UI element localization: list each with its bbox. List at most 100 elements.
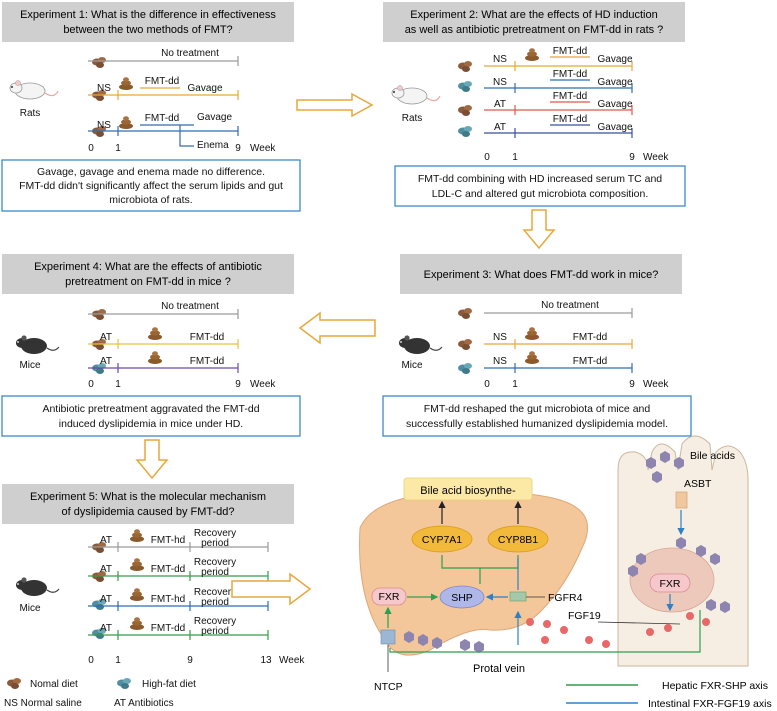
feces-icon <box>525 351 539 364</box>
exp4-title-box <box>2 254 294 294</box>
exp2-ns-1: NS <box>493 54 507 65</box>
exp5-title-line1: Experiment 5: What is the molecular mech… <box>30 491 266 503</box>
exp1-title-line1: Experiment 1: What is the difference in … <box>20 9 276 21</box>
bile-acids-intracellular <box>628 537 730 613</box>
exp2-title-line1: Experiment 2: What are the effects of HD… <box>410 9 657 21</box>
exp5-recovery-3b: period <box>201 597 229 608</box>
exp5-fmt-dd-2: FMT-dd <box>151 564 185 575</box>
cyp8b1-node <box>487 525 549 553</box>
exp1-tick-0: 0 <box>88 143 94 154</box>
normal-diet-icon <box>458 61 472 72</box>
exp5-at-3: AT <box>100 594 112 605</box>
portal-vein-label: Protal vein <box>473 663 525 675</box>
rat-icon <box>391 84 441 105</box>
exp3-result-line2: successfully established humanized dysli… <box>406 418 668 430</box>
shp-label: SHP <box>451 592 473 604</box>
exp5-recovery-2b: period <box>201 567 229 578</box>
exp4-title-line1: Experiment 4: What are the effects of an… <box>34 261 262 273</box>
exp2-tick-9: 9 <box>629 152 635 163</box>
legend-at: AT Antibiotics <box>114 698 174 709</box>
feces-icon <box>148 327 162 340</box>
exp5-tick-9: 9 <box>187 655 193 666</box>
exp4-at-1: AT <box>100 332 112 343</box>
cyp7a1-node <box>411 525 473 553</box>
arrow-exp5-to-mechanism <box>231 572 312 606</box>
exp5-recovery-4a: Recovery <box>194 616 236 627</box>
exp2-gavage-2: Gavage <box>597 77 632 88</box>
legend-intestinal-axis: Intestinal FXR-FGF19 axis <box>648 698 772 710</box>
ntcp-label: NTCP <box>374 681 403 693</box>
exp3-mice-label: Mice <box>401 360 423 371</box>
exp4-tick-9: 9 <box>235 379 241 390</box>
exp3-week: Week <box>643 379 669 390</box>
feces-icon <box>525 327 539 340</box>
exp2-result-box <box>394 165 686 207</box>
arrow-exp1-to-exp2 <box>296 92 374 118</box>
legend: Nomal diet High-fat diet NS Normal salin… <box>4 678 196 709</box>
high-fat-diet-icon <box>458 81 472 92</box>
exp1-rats-label: Rats <box>20 108 41 119</box>
exp3-tick-9: 9 <box>629 379 635 390</box>
exp2-gavage-3: Gavage <box>597 99 632 110</box>
exp2-week: Week <box>643 152 669 163</box>
exp5-title-box <box>2 484 294 524</box>
exp2-fmt-dd-4: FMT-dd <box>553 114 587 125</box>
exp4-mice-label: Mice <box>19 360 41 371</box>
exp1-result-box <box>1 159 301 212</box>
rat-icon <box>9 79 59 100</box>
feces-icon <box>130 588 144 601</box>
exp5-at-4: AT <box>100 623 112 634</box>
fgfr4-label: FGFR4 <box>548 592 583 604</box>
exp1-result-line2: FMT-dd didn't significantly affect the s… <box>19 180 283 192</box>
exp1-result-line3: microbiota of rats. <box>109 194 192 206</box>
experiment-4: Experiment 4: What are the effects of an… <box>1 254 301 437</box>
experiment-2: Experiment 2: What are the effects of HD… <box>383 2 686 207</box>
mouse-icon <box>398 334 443 355</box>
high-fat-diet-icon <box>458 363 472 374</box>
exp2-tick-0: 0 <box>484 152 490 163</box>
fgf19-molecules <box>526 612 710 648</box>
exp5-tick-1: 1 <box>115 655 121 666</box>
exp3-tick-1: 1 <box>512 379 518 390</box>
exp1-tick-9: 9 <box>235 143 241 154</box>
experiment-5: Experiment 5: What is the molecular mech… <box>2 484 305 666</box>
exp3-ns-1: NS <box>493 332 507 343</box>
asbt-transporter <box>675 491 688 509</box>
exp4-fmt-dd-1: FMT-dd <box>190 332 224 343</box>
exp3-no-treatment: No treatment <box>541 300 599 311</box>
exp4-title-line2: pretreatment on FMT-dd in mice ? <box>65 276 231 288</box>
shp-node <box>439 585 485 609</box>
bile-acid-biosynthesis-label: Bile acid biosynthe- <box>420 485 516 497</box>
feces-icon <box>130 558 144 571</box>
exp3-fmt-dd-1: FMT-dd <box>573 332 607 343</box>
exp5-fmt-dd-4: FMT-dd <box>151 623 185 634</box>
fxr-gut-node <box>649 573 691 593</box>
feces-icon <box>119 77 133 90</box>
normal-diet-icon <box>458 339 472 350</box>
legend-high-fat-diet-icon <box>117 678 131 689</box>
exp2-ns-2: NS <box>493 77 507 88</box>
exp1-enema: Enema <box>197 140 229 151</box>
exp1-tick-1: 1 <box>115 143 121 154</box>
exp2-rats-label: Rats <box>402 113 423 124</box>
experiment-1: Experiment 1: What is the difference in … <box>1 2 301 212</box>
bile-acids-lumen <box>646 451 684 483</box>
arrow-exp3-to-exp4 <box>298 311 376 345</box>
fxr-liver-node <box>371 587 407 606</box>
exp4-result-line2: induced dyslipidemia in mice under HD. <box>59 418 243 430</box>
fxr-liver-label: FXR <box>379 591 400 603</box>
exp1-gavage-2: Gavage <box>197 112 232 123</box>
legend-ns: NS Normal saline <box>4 698 82 709</box>
feces-icon <box>130 617 144 630</box>
exp5-recovery-3a: Recovery <box>194 587 236 598</box>
exp5-tick-0: 0 <box>88 655 94 666</box>
normal-diet-icon <box>92 57 106 68</box>
legend-normal-diet-icon <box>7 678 21 689</box>
exp2-at-1: AT <box>494 99 506 110</box>
exp4-result-line1: Antibiotic pretreatment aggravated the F… <box>42 403 259 415</box>
exp5-mice-label: Mice <box>19 603 41 614</box>
bile-acids-label: Bile acids <box>690 450 735 462</box>
fgf19-label: FGF19 <box>568 610 601 622</box>
